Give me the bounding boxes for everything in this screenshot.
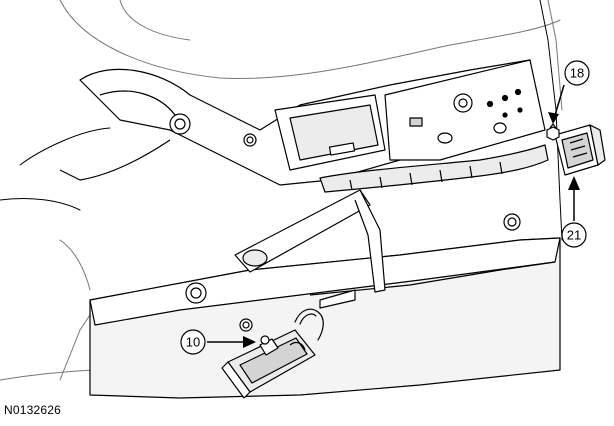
seat-track-lower bbox=[89, 237, 561, 399]
callout-21: 21 bbox=[561, 176, 587, 248]
figure-id: N0132626 bbox=[4, 403, 61, 417]
connector-10 bbox=[221, 329, 316, 399]
fastener-18 bbox=[546, 123, 560, 141]
callout-18-circle bbox=[564, 60, 590, 86]
callout-21-arrowhead bbox=[568, 176, 580, 190]
seat-adjuster-rod bbox=[234, 189, 386, 293]
wiring-harness-upper bbox=[319, 144, 549, 193]
callout-10-arrowhead bbox=[243, 336, 256, 348]
seat-cross-member bbox=[274, 94, 386, 171]
left-side-fasteners bbox=[185, 133, 521, 332]
callout-10: 10 bbox=[180, 329, 256, 355]
callout-18-arrowhead bbox=[548, 112, 559, 124]
seat-rail-bracket bbox=[384, 59, 546, 161]
callout-18: 18 bbox=[548, 60, 590, 124]
callout-10-circle bbox=[180, 329, 206, 355]
callout-21-label: 21 bbox=[567, 228, 581, 243]
callout-10-label: 10 bbox=[186, 335, 200, 350]
callout-18-label: 18 bbox=[570, 66, 584, 81]
callout-21-circle bbox=[561, 222, 587, 248]
connector-21 bbox=[554, 124, 606, 176]
wiring-harness-lower bbox=[294, 308, 324, 341]
